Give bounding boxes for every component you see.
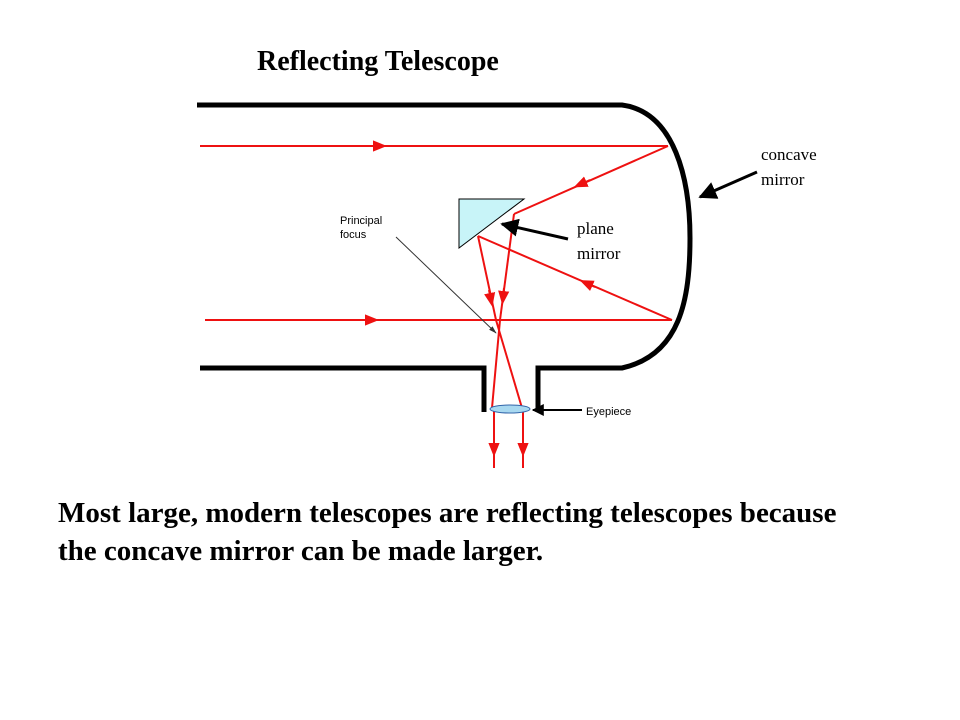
reflected-ray-upper xyxy=(513,145,669,215)
down-ray-right-arrow xyxy=(498,287,510,305)
concave-mirror-pointer xyxy=(698,170,758,199)
eyepiece-label: Eyepiece xyxy=(586,406,631,418)
concave-mirror-label-line1: concave xyxy=(761,145,817,164)
telescope-tube xyxy=(197,102,693,412)
caption-line-2: the concave mirror can be made larger. xyxy=(58,535,544,567)
plane-mirror xyxy=(458,198,526,250)
principal-focus-label-line2: focus xyxy=(340,229,367,241)
tube-bottom-wall xyxy=(200,365,487,412)
principal-focus-pointer xyxy=(395,236,497,334)
caption: Most large, modern telescopes are reflec… xyxy=(58,494,938,570)
plane-mirror-label-line1: plane xyxy=(577,219,614,238)
reflected-ray-lower xyxy=(477,235,673,321)
light-rays xyxy=(200,140,673,468)
reflected-ray-lower-arrow xyxy=(579,280,596,291)
diagram-title: Reflecting Telescope xyxy=(257,46,499,77)
principal-focus-label-line1: Principal xyxy=(340,215,382,227)
caption-line-1: Most large, modern telescopes are reflec… xyxy=(58,497,837,529)
eyepiece-lens xyxy=(489,404,531,414)
tube-top-wall xyxy=(197,102,693,412)
concave-mirror-label-line2: mirror xyxy=(761,170,805,189)
down-ray-left-arrow xyxy=(484,289,496,307)
down-ray-left xyxy=(477,235,497,321)
plane-mirror-label-line2: mirror xyxy=(577,244,621,263)
plane-mirror-pointer xyxy=(500,218,569,241)
down-ray-left-cont xyxy=(495,319,523,409)
down-ray-right-cont xyxy=(491,319,501,409)
reflected-ray-upper-arrow xyxy=(573,176,591,188)
down-ray-right xyxy=(499,213,515,321)
